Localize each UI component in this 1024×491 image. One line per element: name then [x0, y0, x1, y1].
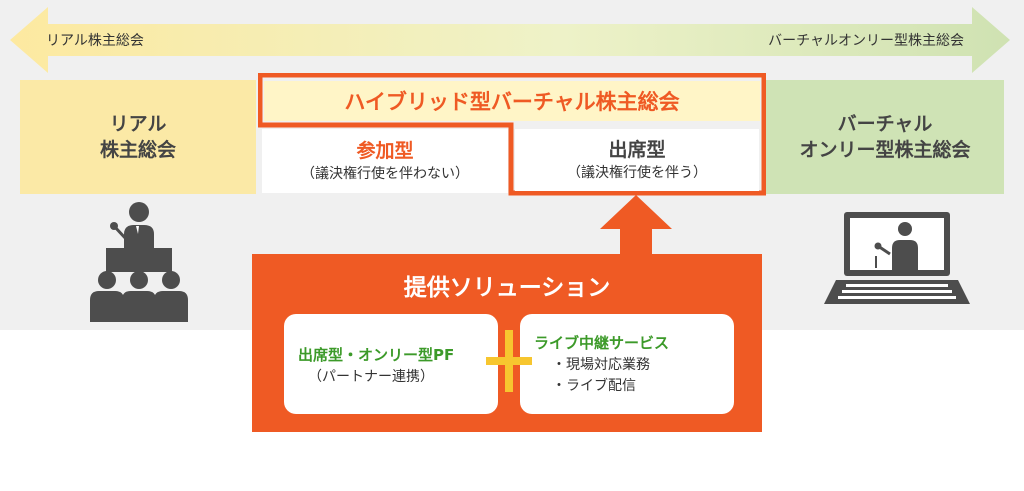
attendance-type-box: 出席型 （議決権行使を伴う）: [515, 129, 759, 191]
virtual-only-line1: バーチャル: [837, 113, 933, 135]
laptop-presenter-icon: [824, 212, 970, 304]
up-arrow-icon: [600, 195, 672, 257]
speaker-at-podium-icon: [90, 202, 188, 322]
virtual-only-box: バーチャル オンリー型株主総会: [766, 80, 1004, 194]
virtual-only-line2: オンリー型株主総会: [799, 139, 971, 161]
spectrum-arrow: [10, 7, 1010, 73]
live-service-item: ・現場対応業務: [552, 357, 650, 373]
real-meeting-line1: リアル: [109, 113, 167, 135]
live-service-card: ライブ中継サービス ・現場対応業務 ・ライブ配信: [520, 314, 734, 414]
spectrum-right-label: バーチャルオンリー型株主総会: [768, 33, 964, 49]
participation-type-note: （議決権行使を伴わない）: [301, 166, 469, 182]
platform-card-note: （パートナー連携）: [308, 369, 434, 385]
live-service-item: ・ライブ配信: [552, 378, 636, 394]
platform-card-title: 出席型・オンリー型PF: [298, 346, 455, 364]
spectrum-left-label: リアル株主総会: [46, 33, 144, 49]
plus-icon: [486, 330, 532, 392]
solution-title: 提供ソリューション: [403, 275, 611, 301]
attendance-type-note: （議決権行使を伴う）: [567, 165, 707, 181]
real-meeting-line2: 株主総会: [99, 139, 176, 161]
live-service-card-title: ライブ中継サービス: [534, 334, 670, 352]
participation-type-box: 参加型 （議決権行使を伴わない）: [262, 129, 508, 193]
hybrid-title: ハイブリッド型バーチャル株主総会: [264, 81, 760, 121]
real-meeting-box: リアル 株主総会: [20, 80, 256, 194]
attendance-type-title: 出席型: [608, 139, 666, 161]
hybrid-outline: [258, 73, 766, 196]
platform-card: 出席型・オンリー型PF （パートナー連携）: [284, 314, 498, 414]
audience-icon: [90, 271, 188, 322]
participation-type-title: 参加型: [356, 140, 414, 162]
